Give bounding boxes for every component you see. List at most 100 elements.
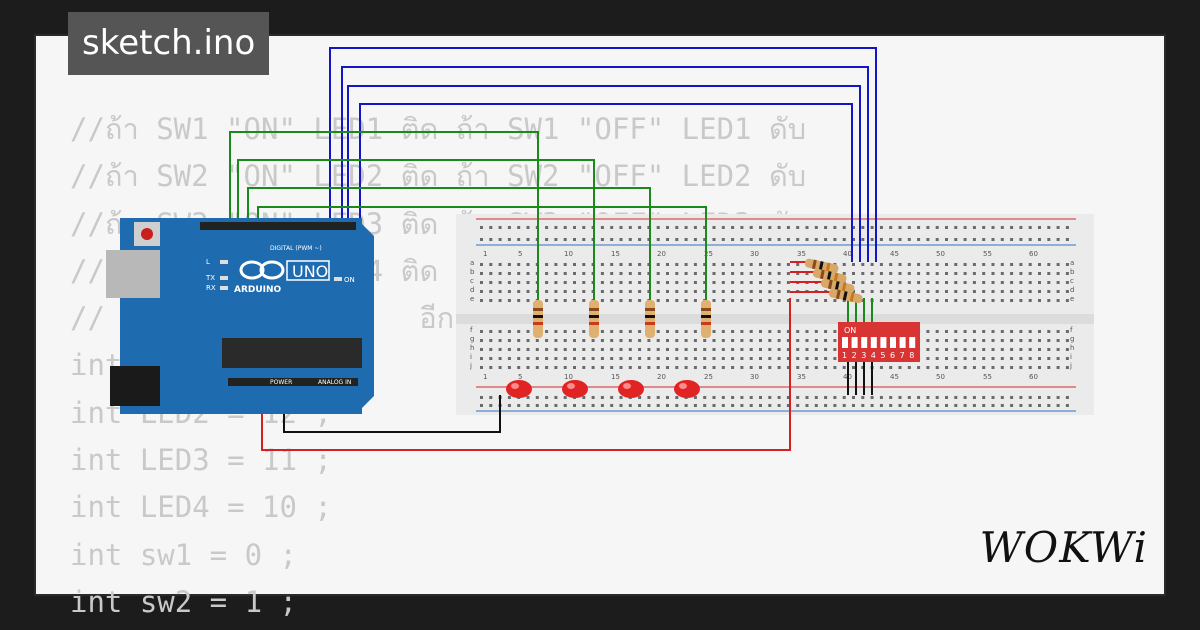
reset-button [141, 228, 153, 240]
led-icon [674, 380, 700, 398]
row-label: h [470, 344, 474, 352]
rail-line [476, 410, 1076, 412]
arduino-logo-icon [239, 260, 285, 280]
power-jack [110, 366, 160, 406]
row-label: f [470, 326, 473, 334]
resistor [820, 278, 855, 294]
analog-label: ANALOG IN [318, 379, 351, 386]
wire-green-2 [237, 159, 595, 300]
column-number: 55 [983, 250, 992, 258]
code-line: int LED4 = 10 ; [70, 490, 332, 525]
row-label: b [1070, 268, 1075, 276]
row-label: e [1070, 295, 1074, 303]
dip-key [851, 337, 858, 348]
column-number: 5 [518, 250, 522, 258]
row-label: j [1069, 362, 1072, 370]
wire-blue-1 [329, 47, 877, 262]
resistor [828, 288, 863, 304]
resistor [645, 300, 655, 338]
wire-green-1 [229, 131, 539, 300]
on-label: ON [344, 276, 355, 284]
column-number: 50 [936, 250, 945, 258]
led-resistors [533, 300, 711, 338]
row-label: d [470, 286, 474, 294]
code-line: //ถ้า SW1 "ON" LED1 ติด ถ้า SW1 "OFF" LE… [70, 112, 807, 146]
dip-key [909, 337, 916, 348]
column-number: 25 [704, 250, 713, 258]
wire-red-5v [261, 298, 791, 451]
row-label: g [470, 335, 474, 343]
dip-number: 3 [861, 351, 866, 360]
wire-blue-3 [347, 85, 861, 262]
resistor [812, 268, 847, 284]
row-label: c [1070, 277, 1074, 285]
row-label: e [470, 295, 474, 303]
atmega-chip [222, 338, 362, 368]
column-number: 50 [936, 373, 945, 381]
column-number: 60 [1029, 250, 1038, 258]
row-label: i [1070, 353, 1072, 361]
row-label: j [469, 362, 472, 370]
rail-line [476, 386, 1076, 388]
dip-number: 4 [871, 351, 876, 360]
rail-line [476, 218, 1076, 220]
breadboard-column-numbers: 1155101015152020252530303535404045455050… [483, 250, 1038, 381]
column-number: 1 [483, 373, 487, 381]
column-number: 1 [483, 250, 487, 258]
row-label: a [1070, 259, 1074, 267]
row-label: i [470, 353, 472, 361]
uno-badge [286, 260, 330, 281]
dip-number: 1 [842, 351, 847, 360]
dip-number: 2 [852, 351, 857, 360]
column-number: 10 [564, 373, 573, 381]
row-label: b [470, 268, 475, 276]
column-number: 20 [657, 373, 666, 381]
column-number: 30 [750, 373, 759, 381]
rx-label: RX [206, 284, 216, 292]
digital-header-label: DIGITAL (PWM ~) [270, 245, 322, 252]
row-label: a [470, 259, 474, 267]
tx-label: TX [205, 274, 215, 282]
usb-port [106, 250, 160, 298]
dip-key [842, 337, 848, 348]
wire-black-gnd [283, 395, 501, 433]
wires [229, 47, 877, 451]
dip-number: 6 [890, 351, 895, 360]
led-icon [506, 380, 532, 398]
row-label: d [1070, 286, 1074, 294]
leds [506, 380, 700, 398]
dip-on-label: ON [844, 326, 856, 335]
wire-blue-2 [341, 66, 869, 262]
column-number: 60 [1029, 373, 1038, 381]
row-label: c [470, 277, 474, 285]
wire-blue-4 [359, 103, 853, 262]
power-label: POWER [270, 379, 292, 386]
dip-number: 8 [909, 351, 914, 360]
row-label: f [1070, 326, 1073, 334]
power-analog-header [228, 378, 358, 386]
row-label: g [1070, 335, 1074, 343]
center-channel [456, 314, 1094, 324]
rail-line [476, 244, 1076, 246]
column-number: 45 [890, 250, 899, 258]
column-number: 10 [564, 250, 573, 258]
resistor [804, 258, 839, 274]
switch-resistors [804, 258, 863, 304]
breadboard: 1155101015152020252530303535404045455050… [456, 214, 1094, 415]
column-number: 40 [843, 250, 852, 258]
column-number: 15 [611, 250, 620, 258]
column-number: 45 [890, 373, 899, 381]
column-number: 35 [797, 250, 806, 258]
wire-green-3 [247, 187, 651, 300]
dip-number: 5 [880, 351, 885, 360]
dip-key [899, 337, 906, 348]
column-number: 30 [750, 250, 759, 258]
arduino-uno: DIGITAL (PWM ~) POWER ANALOG IN UNO ARDU… [106, 218, 374, 414]
row-label: h [1070, 344, 1074, 352]
column-number: 25 [704, 373, 713, 381]
dip-number: 7 [900, 351, 905, 360]
column-number: 5 [518, 373, 522, 381]
